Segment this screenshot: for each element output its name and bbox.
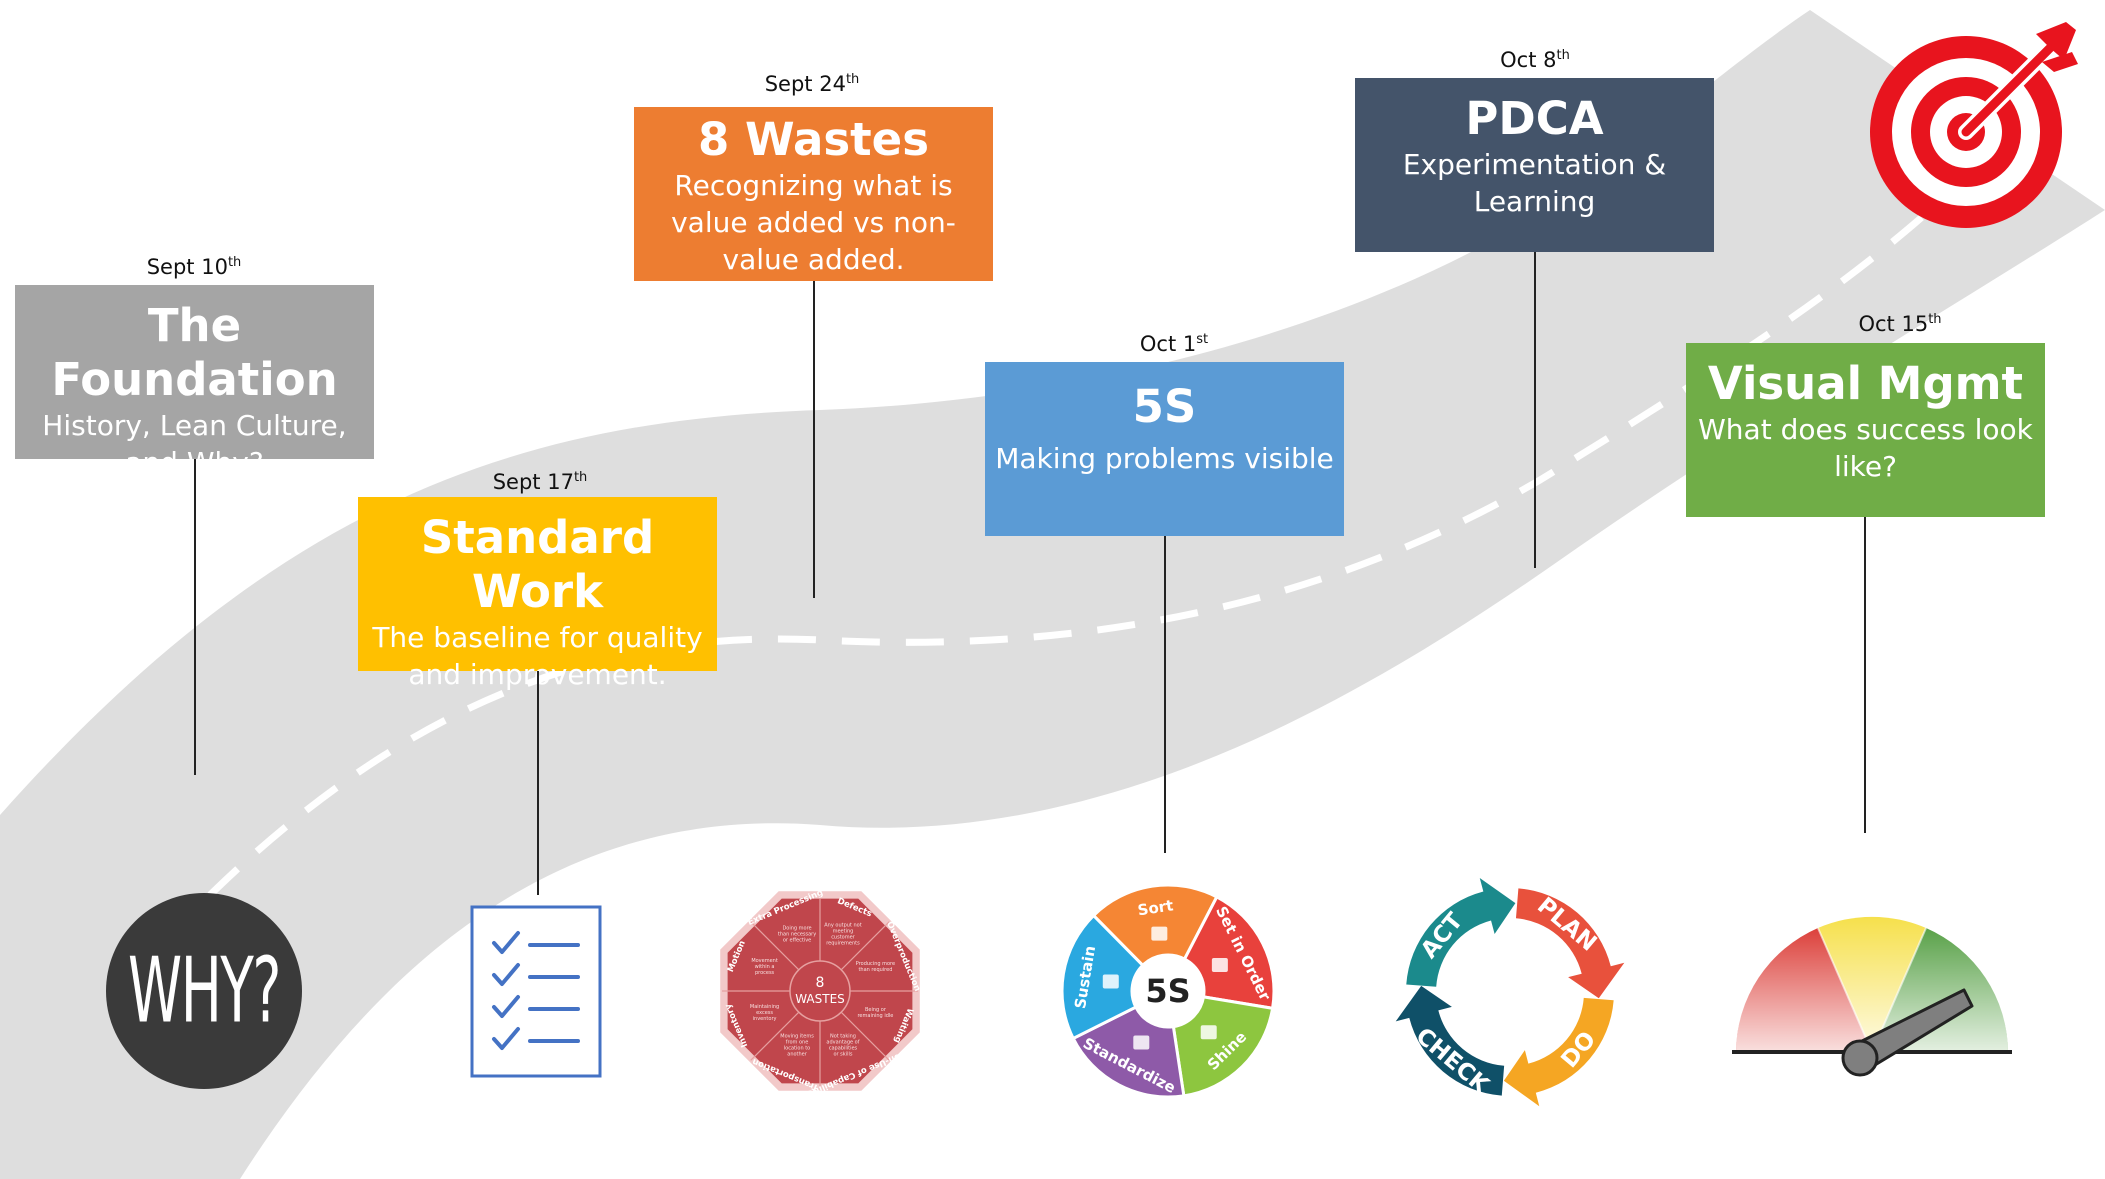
milestone-date: Oct 1st (1139, 332, 1209, 356)
five-s-segment (1182, 894, 1276, 1011)
milestone-title: The Foundation (51, 299, 338, 406)
five-s-step-icon (1200, 1025, 1217, 1040)
pdca-arrow (1395, 985, 1505, 1096)
milestone-title: Standard Work (420, 511, 655, 618)
milestone-title: 8 Wastes (698, 113, 929, 166)
five-s-step-icon (1211, 958, 1228, 973)
milestone-subtitle: Recognizing what is value added vs non-v… (671, 169, 956, 276)
gauge-icon (1728, 912, 2016, 1077)
milestone-date: Oct 8th (1500, 48, 1570, 72)
five-s-step-icon (1133, 1035, 1150, 1050)
milestone-stem (1164, 536, 1166, 853)
pdca-arrow (1406, 877, 1516, 987)
road (0, 10, 2105, 1179)
milestone-stem (1864, 517, 1866, 833)
pdca-arrow (1515, 888, 1625, 999)
checklist-icon (470, 905, 602, 1078)
milestone-date: Sept 17th (492, 470, 588, 494)
milestone-date: Oct 15th (1858, 312, 1942, 336)
milestone-stem (194, 459, 196, 775)
target-icon (1866, 20, 2078, 232)
milestone-date: Sept 24th (764, 72, 860, 96)
five-s-center-label: 5S (1145, 972, 1190, 1010)
five-s-segment (1071, 1005, 1186, 1099)
five-s-step-icon (1102, 974, 1119, 989)
road-center-dashes (207, 207, 1933, 898)
five-s-step-icon (1151, 926, 1168, 941)
milestone-title: Visual Mgmt (1707, 357, 2024, 410)
milestone-title: PDCA (1465, 92, 1604, 145)
why-text: WHY? (128, 938, 280, 1043)
milestone-stem (537, 671, 539, 895)
milestone-stem (1534, 252, 1536, 568)
milestone-subtitle: Making problems visible (995, 442, 1334, 475)
pdca-arrow (1503, 997, 1614, 1107)
milestone-subtitle: Experimentation & Learning (1402, 148, 1667, 218)
milestone-date: Sept 10th (146, 255, 242, 279)
milestone-stem (813, 281, 815, 598)
milestone-card: 5S Making problems visible (985, 362, 1344, 536)
why-icon: WHY? (106, 893, 302, 1089)
five-s-segment (1171, 995, 1275, 1098)
milestone-subtitle: History, Lean Culture, and Why? (42, 409, 347, 479)
milestone-title: 5S (1132, 380, 1197, 433)
milestone-subtitle: What does success look like? (1698, 413, 2033, 483)
five-s-label: Sort (1136, 896, 1174, 919)
five-s-segment (1060, 913, 1145, 1041)
